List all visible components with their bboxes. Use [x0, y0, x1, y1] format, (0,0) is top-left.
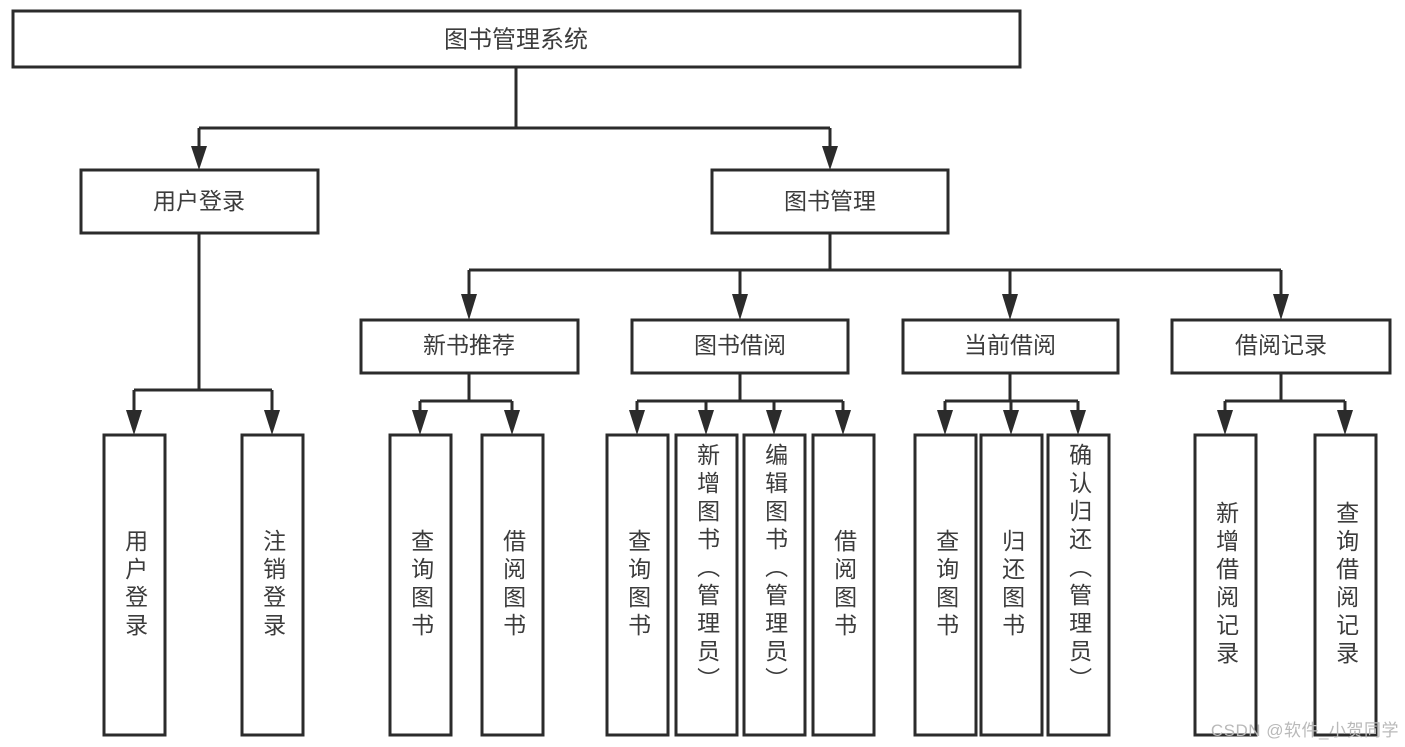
leaf-box-bb-borrow-book[interactable]: [811, 433, 876, 737]
arrow-leaf-nbr-2: [504, 410, 520, 435]
new-book-recommend-box[interactable]: [359, 318, 580, 375]
root-box[interactable]: [11, 9, 1022, 69]
arrow-leaf-logout: [264, 410, 280, 435]
node-book-management[interactable]: 图书管理: [710, 168, 950, 235]
leaf-box-nbr-query-book[interactable]: [388, 433, 453, 737]
arrow-leaf-br-1: [1217, 410, 1233, 435]
leaf-box-cb-query-book[interactable]: [913, 433, 978, 737]
book-management-label: 图书管理: [784, 188, 876, 214]
arrow-leaf-cb-2: [1003, 410, 1019, 435]
book-borrow-box[interactable]: [630, 318, 850, 375]
watermark-text: CSDN @软件_小贺同学: [1210, 721, 1399, 740]
leaf-box-br-add-record[interactable]: [1193, 433, 1258, 737]
current-borrow-box[interactable]: [901, 318, 1120, 375]
arrow-to-user-login: [191, 146, 207, 170]
leaf-box-cb-return-book[interactable]: [979, 433, 1044, 737]
node-user-login[interactable]: 用户登录: [79, 168, 320, 235]
borrow-record-label: 借阅记录: [1235, 332, 1327, 358]
user-login-box[interactable]: [79, 168, 320, 235]
node-borrow-record[interactable]: 借阅记录: [1170, 318, 1392, 375]
leaf-box-bb-edit-book[interactable]: [742, 433, 807, 737]
arrow-to-new-book-recommend: [461, 294, 477, 320]
arrow-to-borrow-record: [1273, 294, 1289, 320]
arrow-to-book-borrow: [732, 294, 748, 320]
new-book-recommend-label: 新书推荐: [423, 332, 515, 358]
arrow-leaf-user-login: [126, 410, 142, 435]
arrow-leaf-br-2: [1337, 410, 1353, 435]
arrow-to-book-management: [822, 146, 838, 170]
book-borrow-label: 图书借阅: [694, 332, 786, 358]
node-new-book-recommend[interactable]: 新书推荐: [359, 318, 580, 375]
arrow-to-current-borrow: [1002, 294, 1018, 320]
arrow-leaf-bb-3: [766, 410, 782, 435]
leaf-box-bb-query-book[interactable]: [605, 433, 670, 737]
arrow-leaf-cb-3: [1070, 410, 1086, 435]
arrow-leaf-bb-1: [629, 410, 645, 435]
leaf-box-nbr-borrow-book[interactable]: [480, 433, 545, 737]
leaf-box-bb-add-book[interactable]: [674, 433, 739, 737]
node-root[interactable]: 图书管理系统: [11, 9, 1022, 69]
root-label: 图书管理系统: [444, 26, 588, 53]
leaf-box-user-login[interactable]: [102, 433, 167, 737]
leaf-box-logout[interactable]: [240, 433, 305, 737]
arrow-leaf-bb-4: [835, 410, 851, 435]
current-borrow-label: 当前借阅: [964, 332, 1056, 358]
leaf-box-group: [102, 433, 1378, 737]
arrow-leaf-nbr-1: [412, 410, 428, 435]
book-management-box[interactable]: [710, 168, 950, 235]
leaf-box-cb-confirm-return[interactable]: [1046, 433, 1111, 737]
borrow-record-box[interactable]: [1170, 318, 1392, 375]
leaf-box-br-query-record[interactable]: [1313, 433, 1378, 737]
arrow-leaf-cb-1: [937, 410, 953, 435]
connector-group: [126, 67, 1353, 435]
node-current-borrow[interactable]: 当前借阅: [901, 318, 1120, 375]
arrow-leaf-bb-2: [698, 410, 714, 435]
node-book-borrow[interactable]: 图书借阅: [630, 318, 850, 375]
user-login-label: 用户登录: [153, 188, 245, 214]
